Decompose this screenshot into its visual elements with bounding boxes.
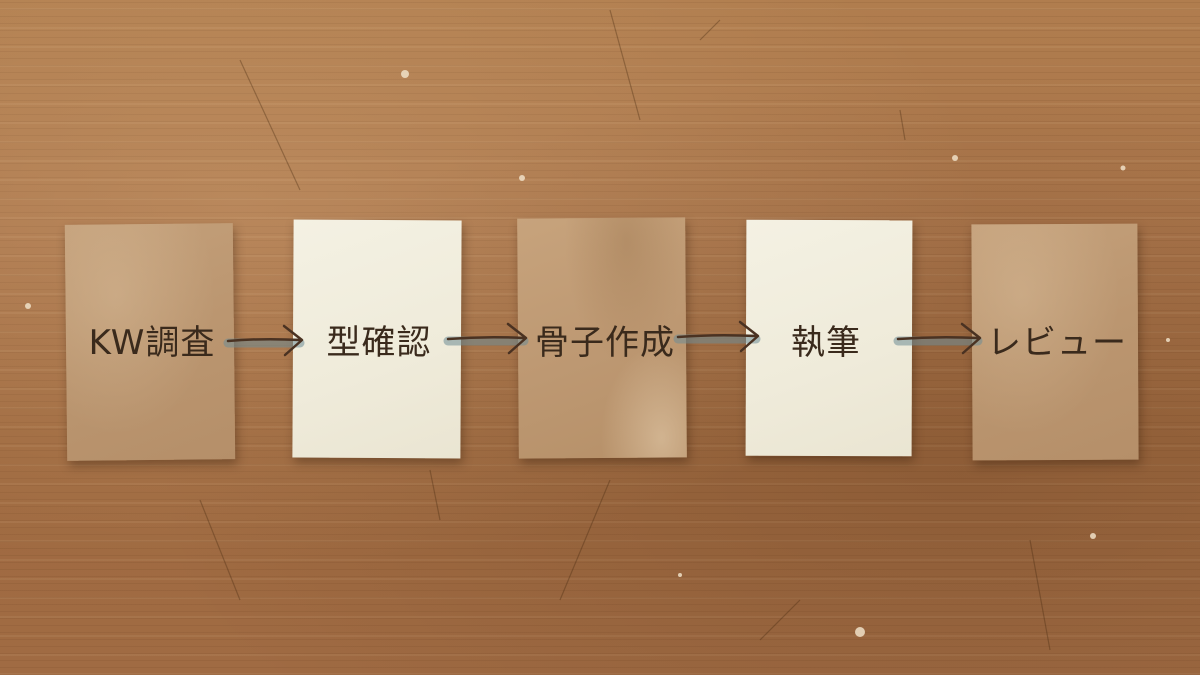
step-label-3: 骨子作成 — [535, 323, 675, 363]
step-label-2: 型確認 — [326, 323, 432, 363]
step-label-5: レビュー — [987, 323, 1127, 363]
step-label-4: 執筆 — [791, 323, 861, 363]
step-label-1: KW調査 — [88, 323, 216, 363]
arrow-1-to-2 — [223, 324, 305, 357]
